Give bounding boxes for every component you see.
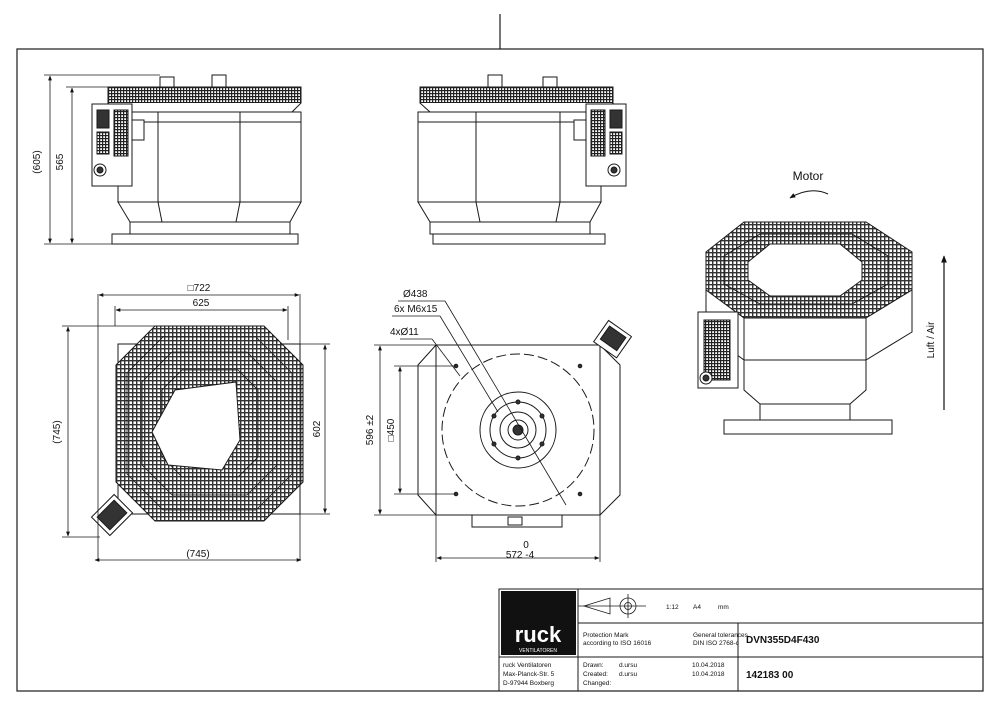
created-label: Created: bbox=[583, 671, 608, 678]
company-city: D-97944 Boxberg bbox=[503, 680, 554, 687]
changed-label: Changed: bbox=[583, 680, 611, 687]
company-name: ruck Ventilatoren bbox=[503, 662, 552, 669]
bottom-view bbox=[417, 319, 633, 528]
bottom-view-dimensions bbox=[374, 300, 601, 562]
protection-line2: according to ISO 16016 bbox=[583, 640, 652, 647]
dim-bottom-screws: 6x M6x15 bbox=[394, 304, 438, 315]
projection-symbol-icon bbox=[578, 594, 646, 618]
model-number: DVN355D4F430 bbox=[746, 635, 820, 646]
side-view-right bbox=[417, 74, 627, 245]
dim-top-depth: (745) bbox=[52, 420, 63, 443]
drawn-label: Drawn: bbox=[583, 662, 604, 669]
tolerance-line2: DIN ISO 2768-c bbox=[693, 640, 740, 647]
dim-top-outer-square: □722 bbox=[188, 283, 211, 294]
dim-side-height: 565 bbox=[55, 153, 66, 170]
dim-bottom-tolerance-upper: 0 bbox=[523, 540, 529, 551]
created-date: 10.04.2018 bbox=[692, 671, 725, 678]
protection-line1: Protection Mark bbox=[583, 632, 629, 639]
drawn-date: 10.04.2018 bbox=[692, 662, 725, 669]
dim-top-right-height: 602 bbox=[312, 420, 323, 437]
dim-bottom-diameter: Ø438 bbox=[403, 289, 428, 300]
title-block bbox=[498, 588, 984, 692]
isometric-view bbox=[697, 221, 913, 435]
logo-subtext: VENTILATOREN bbox=[519, 648, 557, 654]
part-number: 142183 00 bbox=[746, 670, 794, 681]
logo-text: ruck bbox=[515, 622, 562, 647]
side-left-dimensions bbox=[44, 74, 160, 245]
top-view-dimensions bbox=[62, 293, 330, 562]
drawn-by: d.ursu bbox=[619, 662, 637, 669]
motor-label: Motor bbox=[793, 169, 824, 183]
rotation-arrow bbox=[789, 190, 829, 199]
side-view-left bbox=[91, 74, 302, 245]
company-logo bbox=[501, 591, 576, 655]
dim-top-width: 625 bbox=[193, 298, 210, 309]
dim-top-width-bottom: (745) bbox=[186, 549, 209, 560]
top-view bbox=[90, 325, 304, 537]
dim-bottom-width: 572 -4 bbox=[506, 550, 535, 561]
dim-side-total-height: (605) bbox=[32, 150, 43, 173]
airflow-label: Luft / Air bbox=[926, 321, 937, 358]
scale: 1:12 bbox=[666, 604, 679, 611]
dim-bottom-holes: 4xØ11 bbox=[390, 327, 419, 338]
created-by: d.ursu bbox=[619, 671, 637, 678]
dim-bottom-square: □450 bbox=[386, 418, 397, 441]
units: mm bbox=[718, 604, 729, 611]
paper-size: A4 bbox=[693, 604, 701, 611]
company-street: Max-Planck-Str. 5 bbox=[503, 671, 555, 678]
tolerance-line1: General tolerances bbox=[693, 632, 749, 639]
dim-bottom-height: 596 ±2 bbox=[365, 414, 376, 445]
